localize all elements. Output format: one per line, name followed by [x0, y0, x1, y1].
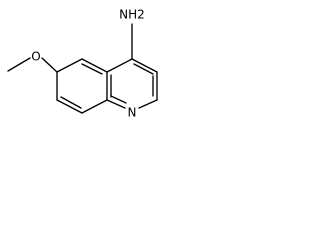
pyridine-bond-n1-c8a: [106, 99, 126, 109]
pyridine-double-bond-inner-1: [133, 63, 154, 75]
pyridine-bond-c4a-c4: [106, 58, 133, 73]
methyl-to-oxygen-bond: [7, 57, 31, 72]
ether-oxygen-label: O: [31, 50, 40, 64]
pyridine-bond-c2-n1: [138, 99, 158, 109]
benzene-bond-c8a-c8: [81, 99, 108, 114]
pyridine-double-bond-inner-3: [110, 95, 127, 104]
benzene-double-bond-inner-2: [60, 96, 82, 109]
bond-set: [7, 23, 158, 114]
amine-label: NH2: [119, 8, 145, 22]
pyridine-bond-c4-c3: [131, 58, 158, 73]
benzene-bond-c5-c4a: [81, 58, 108, 73]
ring-nitrogen-label: N: [128, 106, 137, 120]
benzene-bond-c6-c5: [56, 58, 83, 73]
benzene-double-bond-inner-1: [81, 63, 103, 75]
chemical-structure-diagram: NH2 O N: [7, 8, 158, 120]
benzene-bond-c8-c7: [56, 99, 83, 114]
oxygen-to-ring-bond: [41, 57, 58, 73]
